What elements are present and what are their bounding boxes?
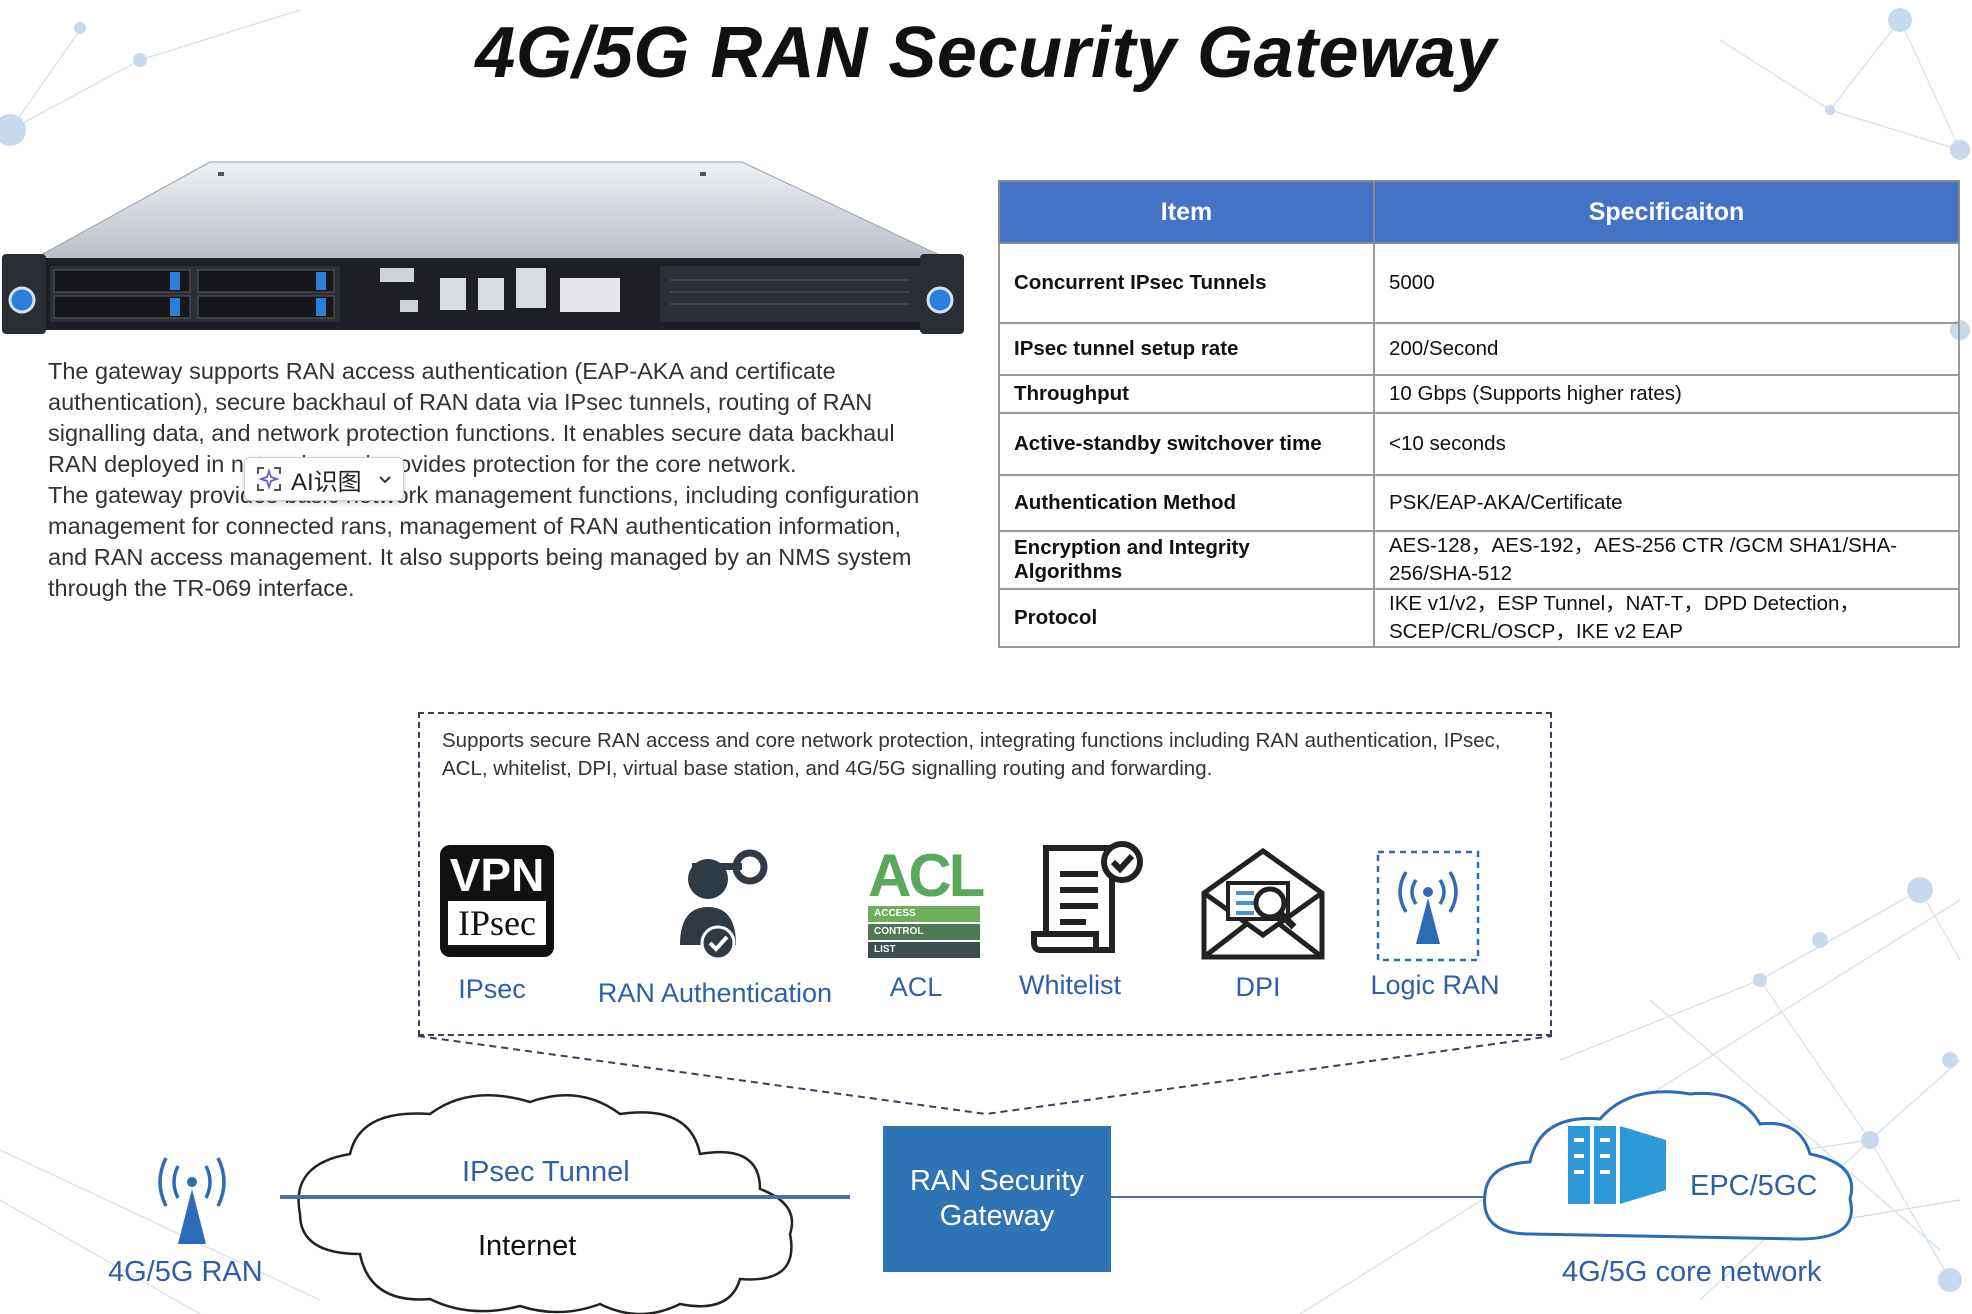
description-paragraph-2: The gateway provides basic network manag… (48, 482, 920, 601)
spec-item: Throughput (998, 374, 1375, 414)
ai-sparkle-icon (257, 467, 281, 491)
spec-item: Concurrent IPsec Tunnels (998, 242, 1375, 324)
vpn-icon-text: VPN (449, 849, 545, 901)
table-row: Active-standby switchover time <10 secon… (998, 412, 1960, 476)
table-row: Throughput 10 Gbps (Supports higher rate… (998, 374, 1960, 414)
feature-label-dpi: DPI (1235, 972, 1281, 1002)
ai-image-recognition-button[interactable]: AI识图 (244, 457, 404, 501)
table-header-row: Item Specificaiton (998, 180, 1960, 244)
core-network-label: 4G/5G core network (1562, 1256, 1822, 1288)
envelope-inspect-icon (1201, 847, 1325, 960)
spec-item: Encryption and Integrity Algorithms (998, 530, 1375, 590)
spec-value: 5000 (1373, 242, 1960, 324)
feature-label-logic-ran: Logic RAN (1370, 970, 1500, 1000)
feature-panel (418, 712, 1552, 1036)
server-rack-icon (1568, 1126, 1666, 1204)
spec-value: <10 seconds (1373, 412, 1960, 476)
table-row: IPsec tunnel setup rate 200/Second (998, 322, 1960, 376)
spec-value: AES-128，AES-192，AES-256 CTR /GCM SHA1/SH… (1373, 530, 1960, 590)
feature-label-acl: ACL (889, 972, 943, 1002)
table-row: Protocol IKE v1/v2，ESP Tunnel，NAT-T，DPD … (998, 588, 1960, 648)
column-header-specification: Specificaiton (1373, 180, 1960, 244)
user-key-icon (680, 849, 768, 961)
acl-control-bar: CONTROL (868, 924, 980, 940)
feature-label-ipsec: IPsec (458, 974, 526, 1004)
server-product-image (2, 161, 964, 334)
spec-value: 10 Gbps (Supports higher rates) (1373, 374, 1960, 414)
acl-access-bar: ACCESS (868, 906, 980, 922)
spec-item: Active-standby switchover time (998, 412, 1375, 476)
spec-item: Authentication Method (998, 474, 1375, 532)
feature-summary: Supports secure RAN access and core netw… (442, 729, 1501, 780)
feature-label-whitelist: Whitelist (1018, 970, 1121, 1000)
table-row: Authentication Method PSK/EAP-AKA/Certif… (998, 474, 1960, 532)
spec-value: PSK/EAP-AKA/Certificate (1373, 474, 1960, 532)
spec-value: IKE v1/v2，ESP Tunnel，NAT-T，DPD Detection… (1373, 588, 1960, 648)
acl-icon: ACL ACCESS CONTROL LIST (868, 842, 985, 958)
acl-list-bar: LIST (868, 942, 980, 958)
ran-label: 4G/5G RAN (108, 1256, 263, 1288)
ipsec-tunnel-label: IPsec Tunnel (462, 1156, 630, 1188)
page-title: 4G/5G RAN Security Gateway (475, 13, 1497, 93)
table-row: Encryption and Integrity Algorithms AES-… (998, 530, 1960, 590)
vpn-ipsec-icon: VPN IPsec (440, 845, 554, 957)
epc-5gc-label: EPC/5GC (1690, 1170, 1818, 1202)
document-check-icon (1031, 841, 1143, 953)
ran-security-gateway-box: RAN Security Gateway (883, 1126, 1111, 1272)
feature-label-ran-authentication: RAN Authentication (597, 978, 833, 1008)
table-row: Concurrent IPsec Tunnels 5000 (998, 242, 1960, 324)
description-paragraph-1: The gateway supports RAN access authenti… (48, 358, 895, 477)
specification-table: Item Specificaiton Concurrent IPsec Tunn… (998, 180, 1960, 648)
antenna-icon (1376, 850, 1480, 962)
ran-antenna-icon (158, 1157, 226, 1244)
chevron-down-icon (379, 476, 391, 484)
spec-item: IPsec tunnel setup rate (998, 322, 1375, 376)
ipsec-icon-text: IPsec (448, 901, 546, 945)
spec-value: 200/Second (1373, 322, 1960, 376)
internet-label: Internet (478, 1230, 577, 1262)
acl-icon-text: ACL (868, 842, 985, 909)
product-description: The gateway supports RAN access authenti… (48, 356, 928, 604)
ai-button-label: AI识图 (291, 468, 362, 496)
network-diagram (158, 1035, 1853, 1314)
spec-item: Protocol (998, 588, 1375, 648)
column-header-item: Item (998, 180, 1375, 244)
